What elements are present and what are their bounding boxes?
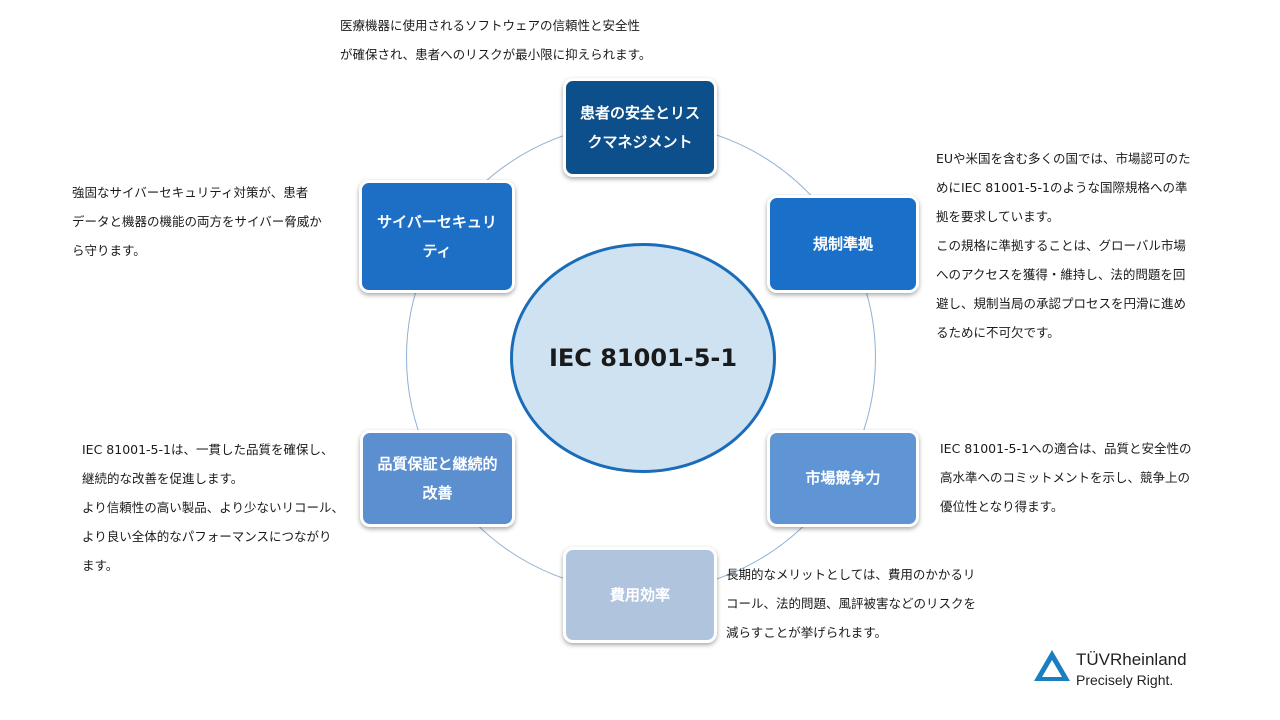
center-ellipse: IEC 81001-5-1 xyxy=(510,243,776,473)
desc-cybersecurity: 強固なサイバーセキュリティ対策が、患者 データと機器の機能の両方をサイバー脅威か… xyxy=(72,185,322,258)
node-cybersecurity: サイバーセキュリティ xyxy=(359,180,515,293)
node-quality: 品質保証と継続的改善 xyxy=(360,430,515,527)
desc-market: IEC 81001-5-1への適合は、品質と安全性の 高水準へのコミットメントを… xyxy=(940,441,1192,514)
node-label: 患者の安全とリスクマネジメント xyxy=(579,103,700,151)
triangle-logo-icon xyxy=(1034,650,1070,681)
desc-quality: IEC 81001-5-1は、一貫した品質を確保し、 継続的な改善を促進します。… xyxy=(82,442,345,573)
node-regulatory: 規制準拠 xyxy=(767,195,919,293)
node-label: 品質保証と継続的改善 xyxy=(377,454,498,502)
desc-patient-safety: 医療機器に使用されるソフトウェアの信頼性と安全性 が確保され、患者へのリスクが最… xyxy=(340,18,652,62)
node-label: 規制準拠 xyxy=(812,234,873,253)
tuv-logo: TÜVRheinland Precisely Right. xyxy=(1032,648,1232,698)
desc-regulatory: EUや米国を含む多くの国では、市場認可のた めにIEC 81001-5-1のよう… xyxy=(936,151,1191,340)
center-label: IEC 81001-5-1 xyxy=(548,344,738,372)
node-patient-safety: 患者の安全とリスクマネジメント xyxy=(563,78,717,177)
node-market: 市場競争力 xyxy=(767,430,919,527)
node-label: 市場競争力 xyxy=(805,469,881,487)
node-label: 費用効率 xyxy=(609,585,670,604)
desc-cost: 長期的なメリットとしては、費用のかかるリ コール、法的問題、風評被害などのリスク… xyxy=(726,567,977,640)
brand-tagline: Precisely Right. xyxy=(1076,672,1174,688)
brand-name: TÜVRheinland xyxy=(1076,650,1187,669)
node-cost: 費用効率 xyxy=(563,547,717,643)
node-label: サイバーセキュリティ xyxy=(377,212,497,260)
